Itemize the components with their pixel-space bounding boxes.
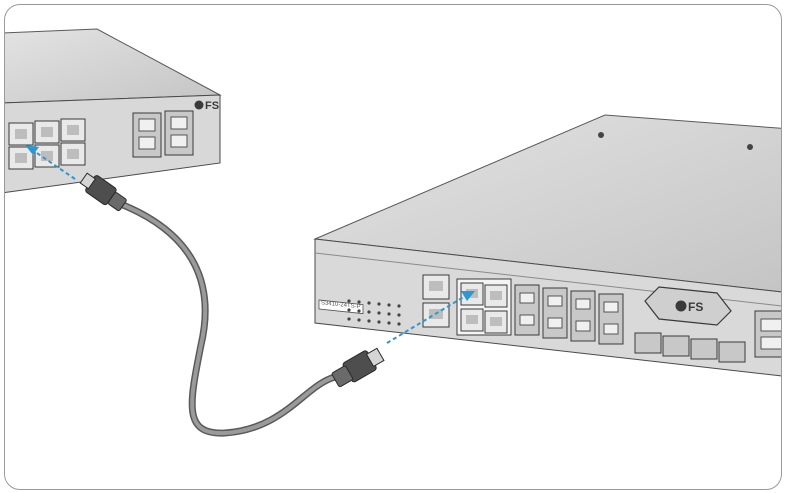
arrow-icon-left	[25, 145, 76, 180]
led-indicators	[347, 299, 401, 326]
right-switch-brand: FS	[688, 300, 703, 314]
right-switch-logo-badge	[644, 286, 732, 326]
left-switch: FS	[5, 28, 222, 193]
fs-logo-icon	[675, 300, 687, 312]
right-switch-ethernet-ports	[456, 278, 512, 336]
right-switch-sfp-ports	[514, 284, 624, 345]
left-switch-ethernet-ports	[8, 118, 86, 170]
rj45-connector-icon-top	[79, 172, 127, 212]
arrow-icon-right	[386, 291, 475, 344]
right-switch-model-label: S3410-24TS-P	[321, 300, 361, 310]
right-switch-bottom-sfp-ports	[634, 310, 781, 363]
rj45-connector-icon-bottom	[331, 347, 385, 388]
left-switch-sfp-ports	[132, 110, 194, 158]
left-switch-brand: FS	[205, 100, 219, 112]
diagram-frame: FS S3410-24TS-P	[4, 4, 782, 490]
fs-logo-icon	[194, 100, 204, 110]
right-switch: S3410-24TS-P	[313, 114, 781, 377]
cable-icon	[119, 201, 339, 437]
connection-diagram: FS S3410-24TS-P	[5, 28, 781, 437]
left-switch-top	[5, 28, 222, 104]
right-switch-console-ports	[422, 274, 450, 328]
